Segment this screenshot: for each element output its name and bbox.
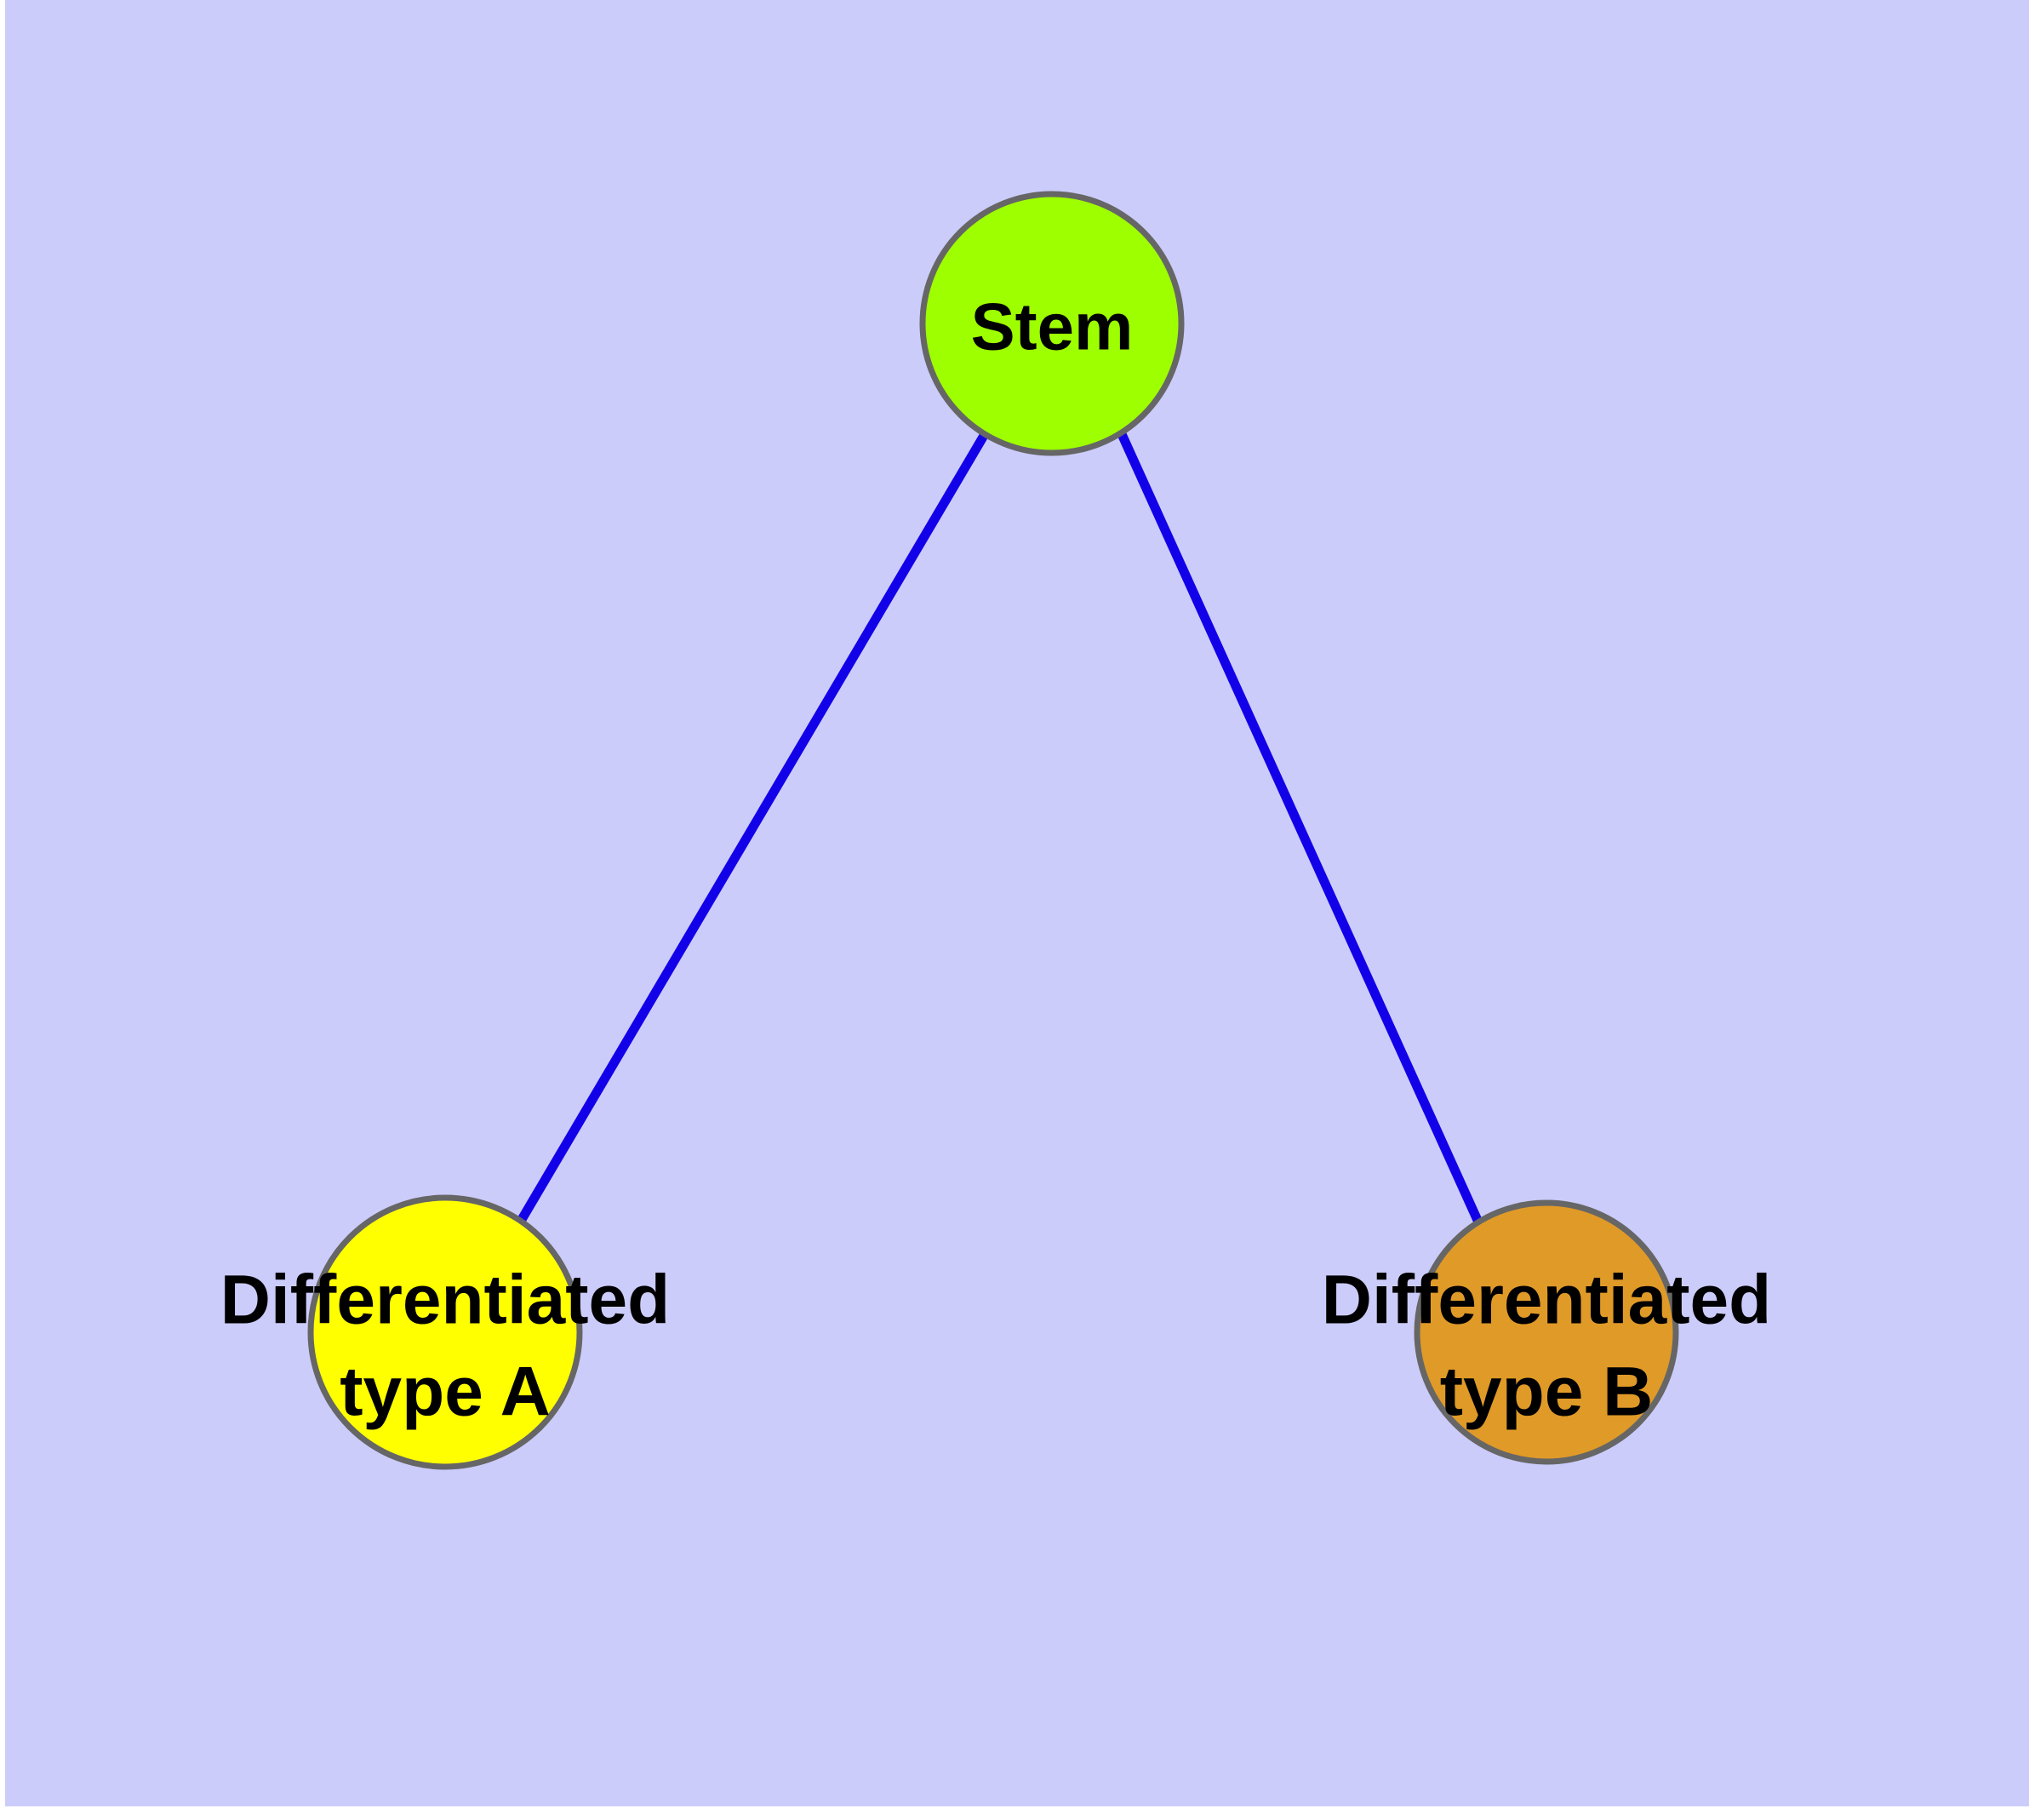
node-stem[interactable]: Stem xyxy=(919,191,1185,456)
node-differentiated-type-a-label-line1: Differentiated xyxy=(220,1262,671,1339)
node-differentiated-type-b-circle[interactable] xyxy=(1414,1199,1679,1465)
node-differentiated-type-b-label-line1: Differentiated xyxy=(1322,1262,1772,1339)
node-layer: Stem Differentiated type A Differentiate… xyxy=(220,191,1772,1470)
node-differentiated-type-a-circle[interactable] xyxy=(307,1194,583,1470)
node-differentiated-type-a-label-line2: type A xyxy=(340,1354,551,1431)
node-differentiated-type-b[interactable]: Differentiated type B xyxy=(1322,1199,1772,1465)
node-differentiated-type-a[interactable]: Differentiated type A xyxy=(220,1194,671,1470)
edge-stem-to-differentiated-type-b[interactable] xyxy=(1117,432,1485,1228)
node-stem-circle[interactable] xyxy=(919,191,1185,456)
edge-layer xyxy=(513,432,1485,1229)
edge-stem-to-differentiated-type-a[interactable] xyxy=(513,432,989,1229)
node-stem-label: Stem xyxy=(971,289,1134,364)
node-differentiated-type-b-label-line2: type B xyxy=(1440,1354,1654,1431)
